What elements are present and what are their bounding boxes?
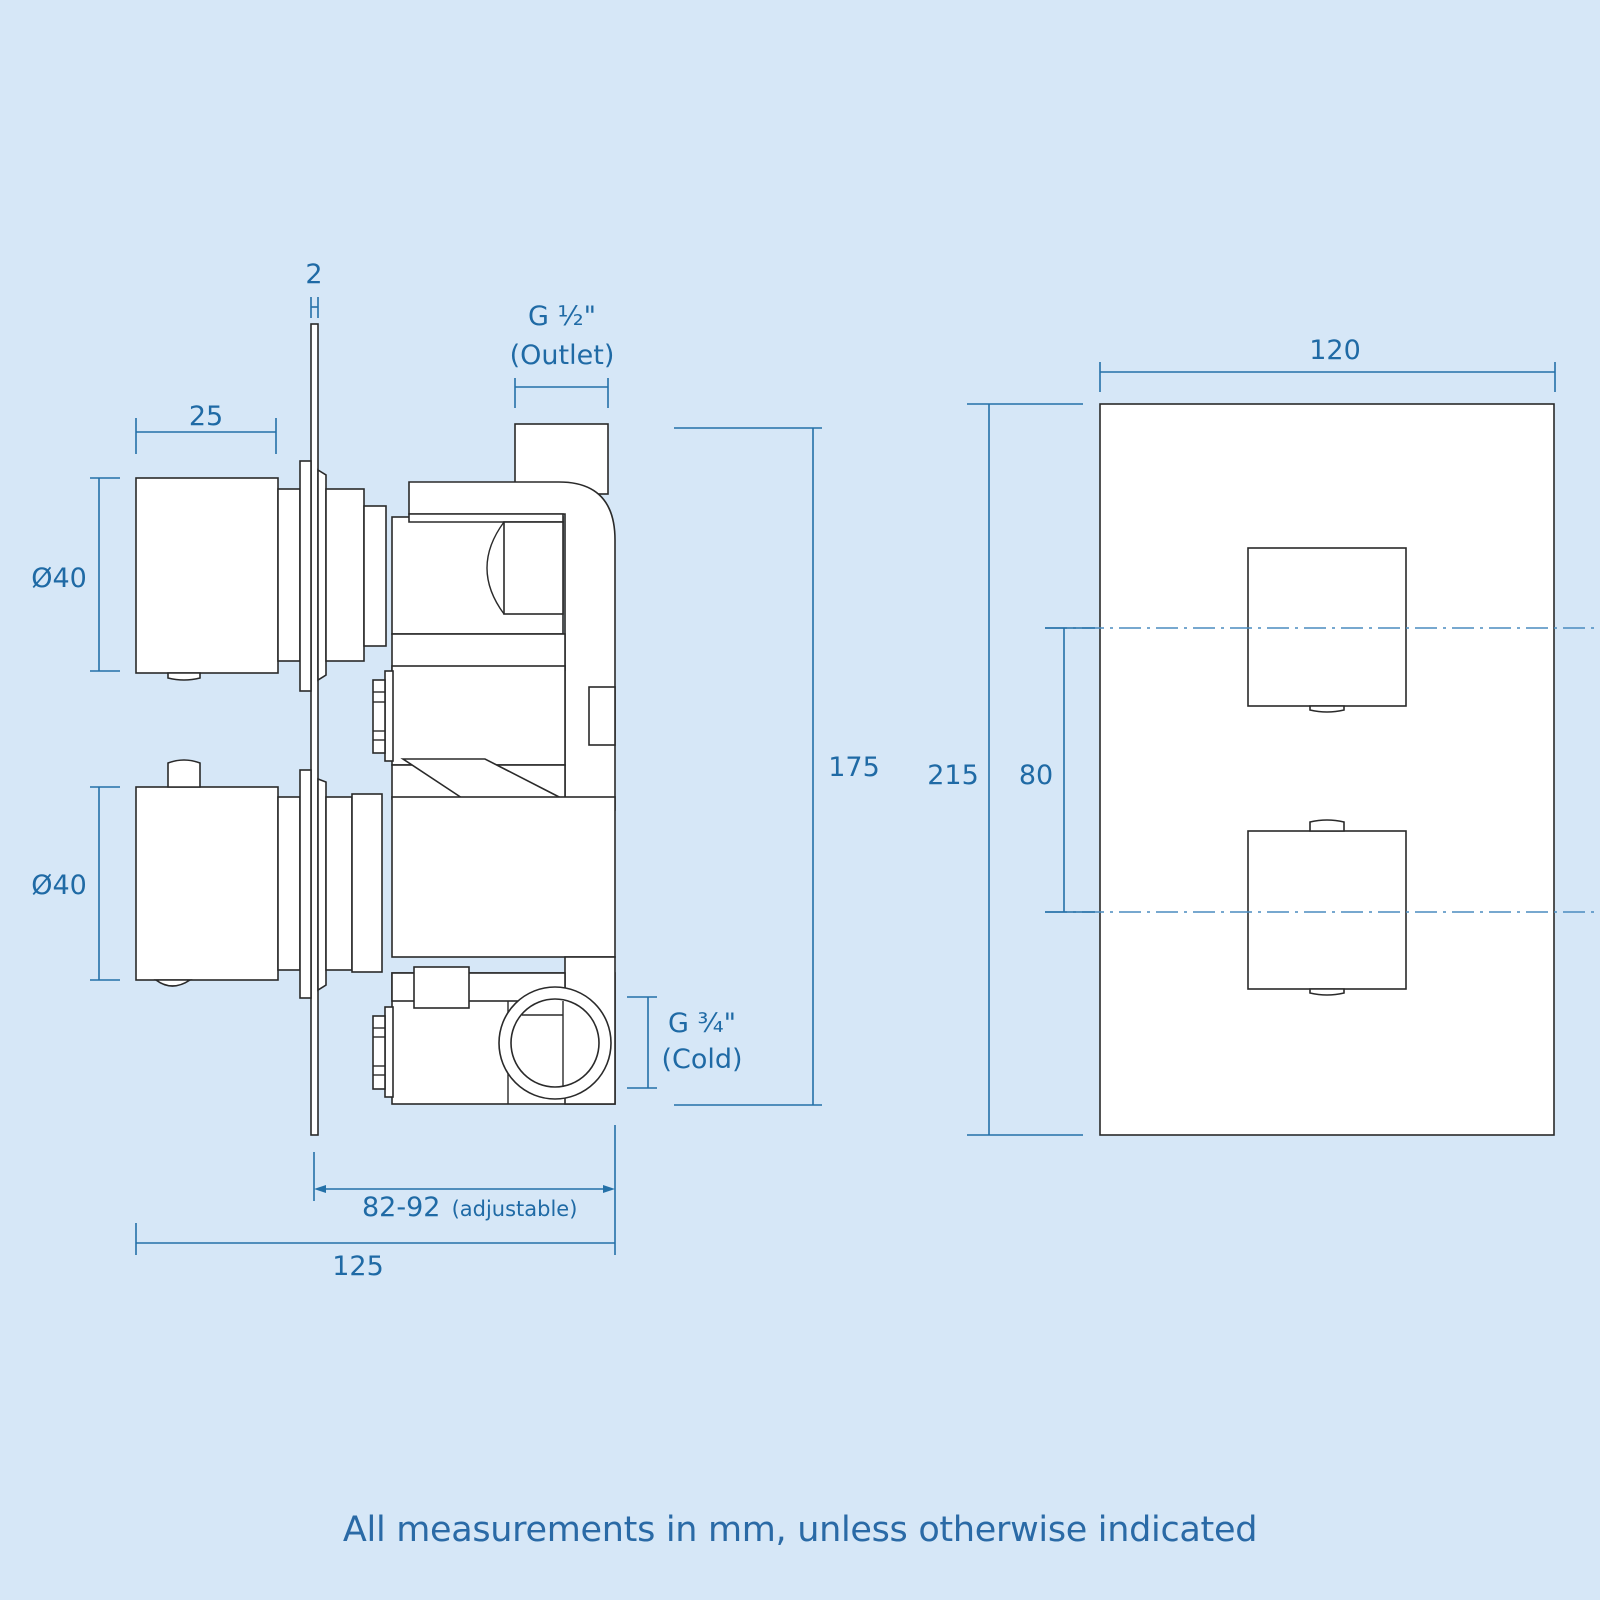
label-upper-diameter: Ø40 bbox=[31, 563, 87, 594]
dim-handle-spacing: 80 bbox=[1019, 628, 1065, 912]
back-plate bbox=[310, 323, 319, 1136]
label-lower-diameter: Ø40 bbox=[31, 870, 87, 901]
label-body-height: 175 bbox=[828, 752, 880, 783]
front-upper-handle bbox=[1247, 547, 1407, 713]
front-view: 120 215 80 bbox=[927, 335, 1600, 1136]
dim-outlet: G ½" (Outlet) bbox=[510, 301, 615, 408]
label-plate-width: 120 bbox=[1309, 335, 1361, 366]
front-lower-handle bbox=[1247, 819, 1407, 996]
dim-lower-handle-diameter: Ø40 bbox=[31, 786, 120, 981]
label-outlet-note: (Outlet) bbox=[510, 340, 615, 371]
dim-body-height: 175 bbox=[674, 427, 880, 1106]
cover-plate bbox=[1099, 403, 1555, 1136]
dim-upper-handle-diameter: Ø40 bbox=[31, 477, 120, 672]
label-inlet-note: (Cold) bbox=[661, 1044, 742, 1075]
dim-wall-depth: 82-92 (adjustable) bbox=[313, 1125, 616, 1255]
label-inlet-size: G ¾" bbox=[668, 1008, 736, 1039]
dim-cold-inlet: G ¾" (Cold) bbox=[627, 996, 743, 1089]
valve-body bbox=[372, 423, 616, 1105]
label-handle-depth: 25 bbox=[189, 401, 223, 432]
label-handle-spacing: 80 bbox=[1019, 760, 1053, 791]
label-plate-height: 215 bbox=[927, 760, 979, 791]
label-plate-thickness: 2 bbox=[305, 259, 322, 290]
label-outlet-size: G ½" bbox=[528, 301, 596, 332]
dim-plate-width: 120 bbox=[1099, 335, 1556, 392]
dim-overall-depth: 125 bbox=[135, 1223, 615, 1282]
lower-handle bbox=[135, 759, 383, 999]
label-overall-depth: 125 bbox=[332, 1251, 384, 1282]
side-view: 2 25 G ½" (Outlet) Ø40 bbox=[31, 259, 880, 1282]
dim-plate-thickness: 2 bbox=[305, 259, 323, 318]
label-wall-depth: 82-92 (adjustable) bbox=[362, 1192, 577, 1223]
dim-plate-height: 215 bbox=[927, 403, 1083, 1136]
dim-handle-depth: 25 bbox=[135, 401, 277, 454]
upper-handle bbox=[135, 460, 387, 692]
measurement-note: All measurements in mm, unless otherwise… bbox=[342, 1510, 1258, 1550]
